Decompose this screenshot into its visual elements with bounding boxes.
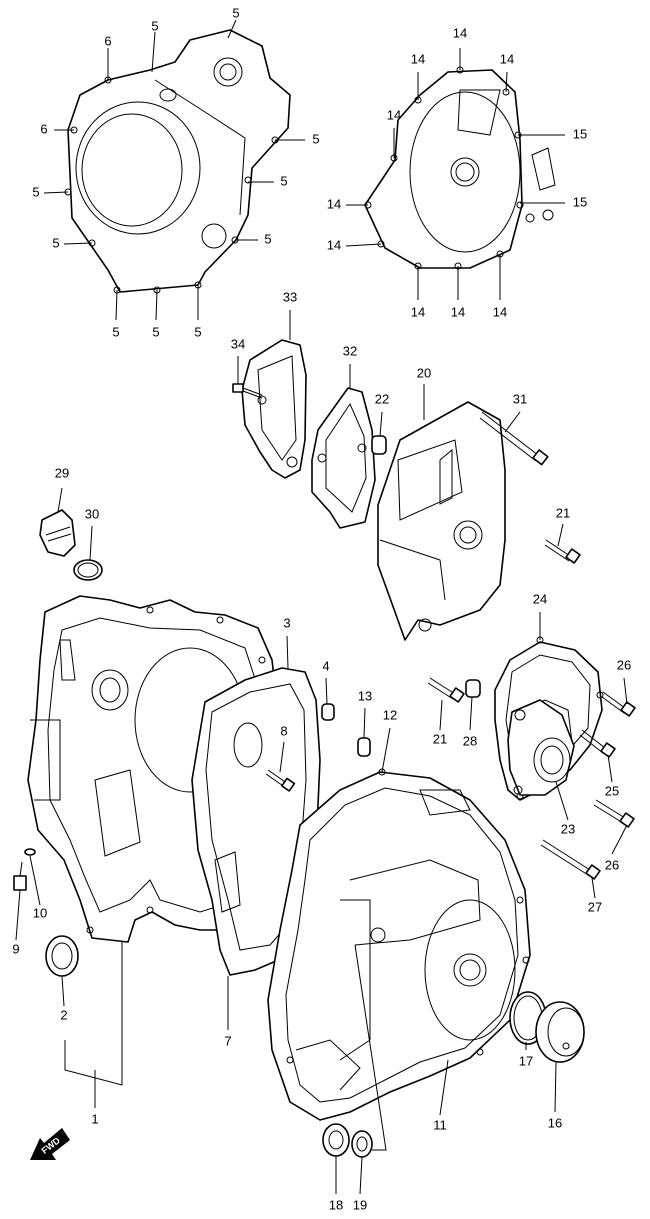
callout-13: 13 <box>358 688 372 703</box>
callout-33: 33 <box>283 289 297 304</box>
callout-5: 5 <box>232 5 239 20</box>
callout-21: 21 <box>556 505 570 520</box>
bolt-26-upper <box>601 691 636 717</box>
callout-19: 19 <box>353 1197 367 1212</box>
bolt-27 <box>540 839 601 880</box>
cap-16 <box>535 1001 585 1063</box>
oil-filler-cap-29 <box>39 509 76 557</box>
bolt-21-upper <box>544 539 581 564</box>
callout-14: 14 <box>453 25 467 40</box>
bolt-25 <box>579 729 616 758</box>
callout-5: 5 <box>280 173 287 188</box>
callout-30: 30 <box>85 506 99 521</box>
callout-14: 14 <box>451 304 465 319</box>
pump-body-23 <box>507 699 575 796</box>
callout-5: 5 <box>312 131 319 146</box>
dowel-pin-4 <box>321 703 335 721</box>
washer-19 <box>351 1130 373 1158</box>
callout-22: 22 <box>375 391 389 406</box>
callout-17: 17 <box>519 1053 533 1068</box>
callout-32: 32 <box>343 343 357 358</box>
callout-18: 18 <box>329 1197 343 1212</box>
plug-18 <box>322 1123 350 1157</box>
callout-23: 23 <box>561 821 575 836</box>
callout-14: 14 <box>387 107 401 122</box>
gasket-32 <box>311 387 376 529</box>
callout-31: 31 <box>513 391 527 406</box>
callout-34: 34 <box>231 336 245 351</box>
callout-15: 15 <box>573 194 587 209</box>
callout-28: 28 <box>463 733 477 748</box>
long-bolt-31 <box>479 411 549 466</box>
dowel-pin-13 <box>357 737 371 757</box>
washer-10 <box>24 848 36 856</box>
bolt-26-lower <box>593 799 635 828</box>
clutch-cover-upper <box>64 29 291 294</box>
callout-26: 26 <box>617 657 631 672</box>
o-ring-30 <box>73 559 103 581</box>
cover-20 <box>377 401 506 641</box>
leader-lines <box>15 19 628 1195</box>
callout-29: 29 <box>55 465 69 480</box>
callout-11: 11 <box>433 1117 447 1132</box>
callout-1: 1 <box>91 1111 98 1126</box>
plug-2 <box>45 935 79 977</box>
callout-21: 21 <box>433 731 447 746</box>
callout-2: 2 <box>60 1007 67 1022</box>
callout-5: 5 <box>151 18 158 33</box>
callout-5: 5 <box>112 324 119 339</box>
callout-9: 9 <box>12 941 19 956</box>
callout-10: 10 <box>33 905 47 920</box>
callout-15: 15 <box>573 126 587 141</box>
callout-5: 5 <box>32 184 39 199</box>
fwd-arrow-icon: FWD <box>30 1128 70 1160</box>
gasket-33 <box>241 339 307 479</box>
callout-26: 26 <box>605 857 619 872</box>
callout-16: 16 <box>548 1115 562 1130</box>
callout-3: 3 <box>283 615 290 630</box>
clutch-cover-11 <box>267 768 531 1121</box>
callout-14: 14 <box>500 51 514 66</box>
callout-5: 5 <box>52 235 59 250</box>
callout-8: 8 <box>280 723 287 738</box>
callout-7: 7 <box>224 1033 231 1048</box>
dowel-pin-28 <box>465 679 481 698</box>
callout-5: 5 <box>152 324 159 339</box>
dowel-pin-22 <box>371 435 387 455</box>
callout-6: 6 <box>40 121 47 136</box>
callout-5: 5 <box>194 324 201 339</box>
bolt-21-lower <box>427 677 465 703</box>
callout-14: 14 <box>411 304 425 319</box>
callout-12: 12 <box>383 707 397 722</box>
callout-14: 14 <box>493 304 507 319</box>
callout-24: 24 <box>533 591 547 606</box>
callout-20: 20 <box>417 365 431 380</box>
callout-6: 6 <box>104 33 111 48</box>
bolt-9 <box>13 861 27 891</box>
callout-14: 14 <box>327 237 341 252</box>
generator-cover-upper <box>364 66 556 270</box>
callout-5: 5 <box>264 231 271 246</box>
bolt-8 <box>265 769 296 792</box>
callout-25: 25 <box>605 783 619 798</box>
callout-27: 27 <box>588 899 602 914</box>
callout-4: 4 <box>322 658 329 673</box>
callout-14: 14 <box>327 196 341 211</box>
callout-14: 14 <box>411 51 425 66</box>
callout-labels: 5 6 6 5 5 5 5 5 5 5 5 5 14 14 14 14 14 1… <box>12 5 631 1212</box>
